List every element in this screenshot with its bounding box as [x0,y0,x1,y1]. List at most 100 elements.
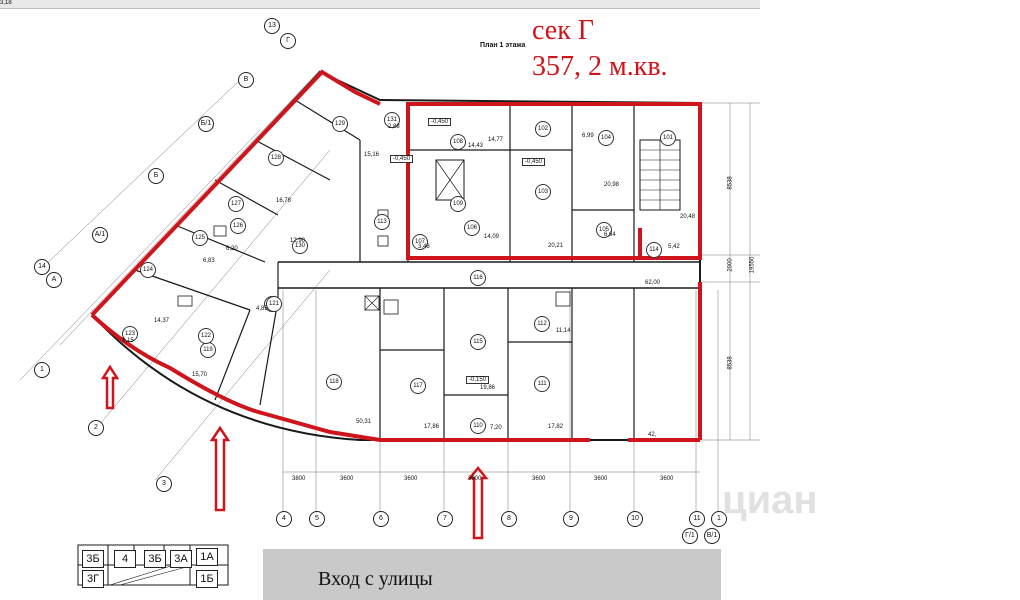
room-area: 20,21 [548,243,564,249]
mini-plan-label: 3Г [82,570,104,588]
entry-label: Вход с улицы [318,568,433,590]
dimension-value: 3600 [404,476,418,482]
room-number: 104 [598,130,614,146]
room-number: 109 [450,196,466,212]
axis-marker: А [46,272,62,288]
room-area: 14,09 [484,234,500,240]
axis-marker: 6 [373,511,389,527]
room-area: 3,15 [122,338,134,344]
axis-marker: 10 [627,511,643,527]
dimension-value: 3600 [468,476,482,482]
axis-marker: В [238,72,254,88]
room-area: 17,82 [548,424,564,430]
mini-plan-label: 4 [114,550,136,568]
dimension-value: 3800 [292,476,306,482]
mini-plan-label: 1Б [196,570,218,588]
room-area: 12,90 [290,238,306,244]
entry-banner [263,549,721,600]
room-number: 111 [534,376,550,392]
axis-marker: 1 [711,511,727,527]
axis-marker: 9 [563,511,579,527]
room-area: 20,98 [604,182,620,188]
room-area: 11,14 [556,328,571,334]
area-note: 42, [648,432,657,438]
room-number: 125 [192,230,208,246]
room-number: 105 [596,222,612,238]
room-number: 121 [266,296,282,312]
room-area: 6,20 [226,246,238,252]
mini-plan-label: 3А [170,550,192,568]
room-number: 112 [534,316,550,332]
dimension-value: 3600 [594,476,608,482]
room-number: 107 [412,234,428,250]
room-number: 122 [198,328,214,344]
mini-plan-label: 3Б [82,550,104,568]
axis-marker: 8 [501,511,517,527]
room-area: 20,48 [680,214,696,220]
room-area: 19,86 [480,385,496,391]
room-area: 50,31 [356,419,372,425]
room-area: 6,99 [582,133,594,139]
room-number: 129 [332,116,348,132]
axis-marker: 4 [276,511,292,527]
axis-marker: 2 [88,420,104,436]
room-number: 124 [140,262,156,278]
axis-marker: А/1 [92,227,108,243]
grid-lines [19,69,760,520]
axis-marker: Г/1 [682,528,698,544]
room-area: 6,64 [604,232,616,238]
entry-arrows [100,364,489,540]
axis-marker: 14 [34,259,50,275]
room-area: 14,37 [154,318,170,324]
room-area: 62,00 [645,280,661,286]
area-note: 15,16 [364,152,380,158]
section-outlines [90,69,702,442]
room-number: 119 [200,342,216,358]
room-area: 3,18 [0,0,12,6]
area-note: 14,43 [468,143,484,149]
axis-marker: В/1 [704,528,720,544]
axis-marker: Б/1 [198,116,214,132]
dimension-value: 2000 [727,258,734,272]
room-area: 16,78 [276,198,292,204]
plan-title: План 1 этажа [480,42,526,49]
axis-marker: 1 [34,362,50,378]
axis-marker: Г [280,33,296,49]
axis-marker: Б [148,168,164,184]
room-number: 108 [450,134,466,150]
room-number: 103 [535,184,551,200]
mini-plan-label: 3Б [144,550,166,568]
dimension-value: 3600 [660,476,674,482]
document-top-strip [0,0,760,9]
axis-marker: 13 [264,18,280,34]
room-number: 110 [470,418,486,434]
level-mark: -0,150 [466,376,490,384]
level-mark: -0,450 [428,118,452,126]
room-number: 114 [646,242,662,258]
room-number: 102 [535,121,551,137]
room-number: 130 [292,238,308,254]
level-mark: -0,450 [522,158,546,166]
room-area: 6,83 [203,258,215,264]
room-number: 123 [122,326,138,342]
room-number: 118 [326,374,342,390]
axis-marker: 5 [309,511,325,527]
dimension-value: 3600 [340,476,354,482]
room-area: 17,86 [424,424,440,430]
room-area: 4,85 [256,306,268,312]
room-number: 113 [374,214,390,230]
room-number: 128 [268,150,284,166]
section-area: 357, 2 м.кв. [532,51,668,82]
room-area: 7,20 [490,425,502,431]
level-mark: -0,450 [390,155,414,163]
dimension-value: 3600 [532,476,546,482]
room-number: 131 [384,112,400,128]
axis-marker: 3 [156,476,172,492]
watermark: циан [722,478,818,522]
room-number: 116 [470,270,486,286]
room-number: 115 [470,334,486,350]
axis-marker: 7 [437,511,453,527]
room-area: 3,48 [418,244,430,250]
